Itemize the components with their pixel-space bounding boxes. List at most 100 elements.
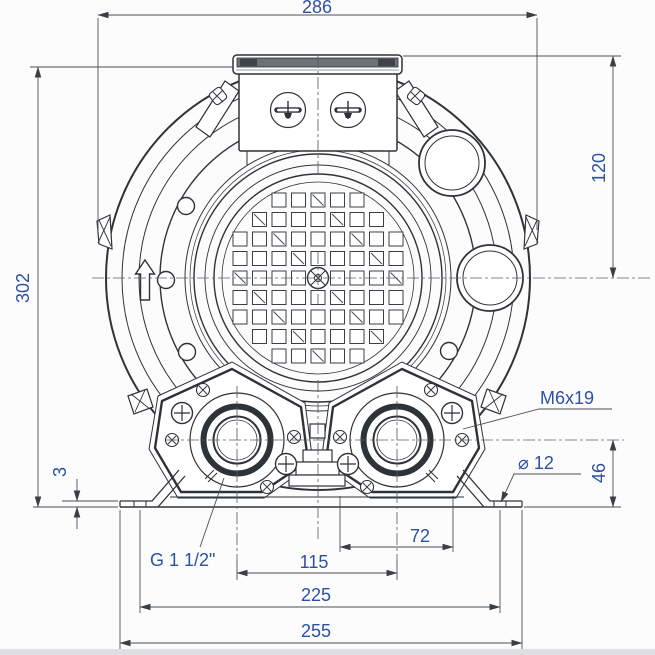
grille-hole [349,192,365,208]
lid-hinge-right [378,59,395,66]
port-flange-assembly [148,361,486,499]
fan-blade-line [292,252,305,265]
clamp-lug-right [523,214,540,250]
fan-blade-line [292,330,305,343]
grille-hole [330,231,345,247]
mounting-ear-left [195,80,240,138]
grille-hole [349,348,365,364]
callout-mount-hole-diameter-label: ⌀ 12 [518,453,554,473]
small-screw [286,429,302,445]
dim-center-to-base-label: 46 [589,463,609,483]
grille-hole [232,290,248,305]
bolt-hole [156,270,176,290]
dim-overall-height-label: 302 [13,273,33,303]
dim-center-to-top-label: 120 [589,153,609,183]
grille-hole [271,290,287,305]
flange-screws [164,382,470,495]
grille-hole [388,309,404,325]
center-bracket [288,423,346,487]
grille-hole [330,192,345,208]
lid-gasket-strip [236,57,399,68]
rotation-arrow-icon [134,258,156,301]
grille-hole [369,212,384,227]
grille-hole [271,348,287,364]
clamp-lug-left [96,214,113,250]
grille-hole [369,231,384,247]
grille-hole [310,309,326,325]
fan-blade-line [253,291,266,304]
grille-hole [252,251,267,266]
grille-hole [310,212,326,227]
fan-blade-line [351,311,363,323]
grille-hole [349,290,365,305]
phillips-screw [336,452,360,476]
fan-blade-line [351,233,363,245]
callout-screw-size-label: M6x19 [540,388,594,408]
grille-hole [349,251,365,266]
grille-hole [291,348,306,364]
terminal-box [232,54,403,166]
grille-hole [291,309,306,325]
fan-blade-line [370,252,383,265]
small-screw [332,429,348,445]
hatch-marks [204,469,439,483]
housing-boss-upper [418,129,486,197]
bolt-hole [177,342,197,362]
dim-port-spacing-label: 115 [300,552,329,572]
grille-hole [232,309,248,325]
fan-grille [213,173,423,383]
dim-plate-thickness-label: 3 [50,467,70,477]
cable-gland-knockout-left [269,91,307,129]
grille-holes [232,192,404,364]
fan-blade-line [312,194,324,206]
dim-flange-width-label: 72 [410,526,430,546]
dim-base-width-label: 255 [301,621,331,641]
grille-hole [232,231,248,247]
bolt-hole [176,196,196,216]
grille-hole [271,212,287,227]
foot-top-edge-left [120,469,180,502]
grille-hole [388,231,404,247]
grille-hole [291,212,306,227]
grille-hole [252,329,267,344]
port-flange-right [324,367,481,494]
grille-hole [291,192,306,208]
fan-blade-line [273,233,285,245]
grille-hole [310,329,326,344]
mounting-feet [119,469,523,508]
grille-hole [232,251,248,266]
grille-hole [369,290,384,305]
phillips-screw [274,452,298,476]
page-bottom-strip [0,649,655,655]
grille-hole [252,309,267,325]
mount-slots [133,501,507,507]
clamp-lug-lower-right [480,388,507,415]
grille-hole [349,212,365,227]
grille-hole [330,309,345,325]
grille-hole [310,231,326,247]
small-screw [359,479,375,495]
grille-hole [271,251,287,266]
clamp-lug-lower-left [127,388,154,415]
fan-blade-line [331,213,344,226]
port-flange-left [153,367,310,494]
fan-blade-line [273,311,285,323]
grille-hole [330,329,345,344]
phillips-screw [170,401,194,425]
fan-blade-line [331,291,344,304]
grille-hole [369,309,384,325]
lid-hinge-left [240,59,257,66]
fan-blade-line [253,213,266,226]
bolt-hole [439,341,459,361]
grille-hole [271,192,287,208]
dim-top-width-label: 286 [302,0,332,17]
grille-hole [291,290,306,305]
small-screw [195,382,211,398]
grille-hole [252,231,267,247]
foot-top-edge-right [462,469,522,502]
grille-hole [388,290,404,305]
dimensions: 286 302 120 46 3 72 115 225 255 [13,0,621,649]
fan-blade-line [370,330,383,343]
